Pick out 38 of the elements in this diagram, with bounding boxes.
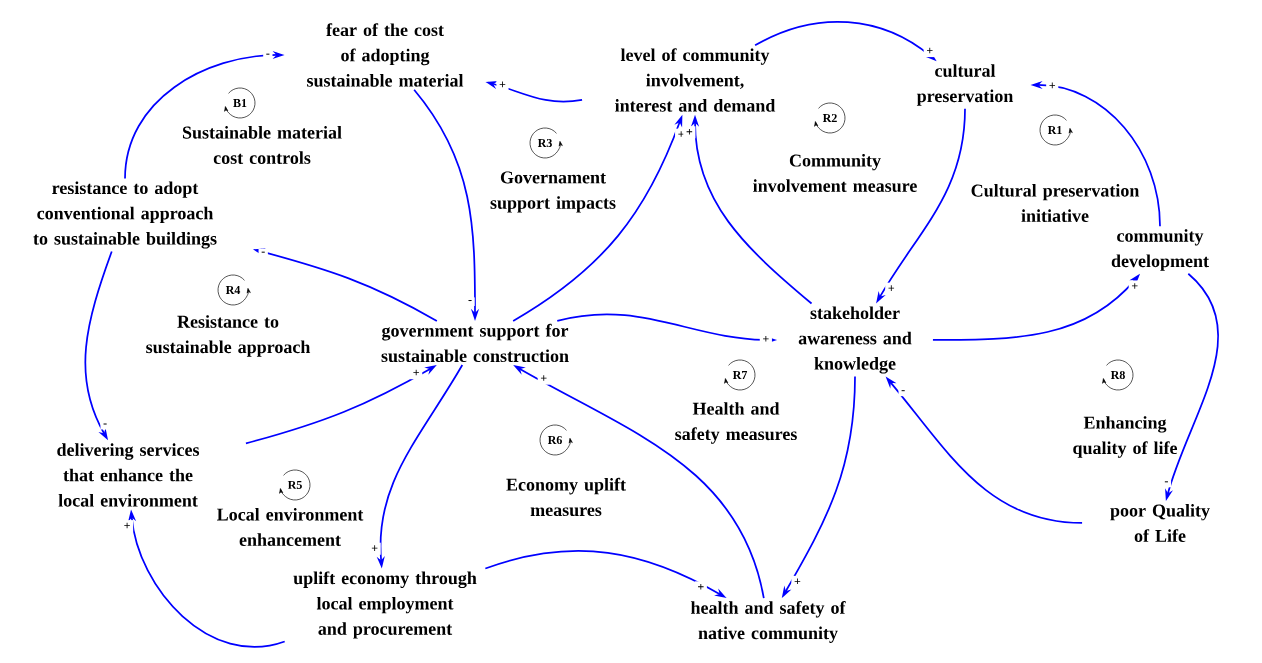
variable-label: resistance to adopt conventional approach to sustainable buildings bbox=[33, 181, 217, 249]
loop-name: Enhancing quality of life bbox=[1073, 416, 1178, 458]
polarity-sign: + bbox=[885, 282, 898, 295]
polarity-sign: - bbox=[465, 297, 475, 307]
polarity-sign: - bbox=[1161, 478, 1172, 488]
polarity-sign: + bbox=[1128, 280, 1141, 293]
loop-name: Sustainable material cost controls bbox=[182, 126, 342, 164]
polarity-sign: + bbox=[537, 372, 550, 385]
polarity-sign: + bbox=[923, 44, 936, 58]
polarity-sign: - bbox=[263, 51, 273, 60]
polarity-sign: + bbox=[368, 542, 381, 555]
loop-name: Health and safety measures bbox=[675, 402, 797, 444]
loop-name: Governament support impacts bbox=[490, 171, 616, 213]
polarity-sign: + bbox=[410, 367, 423, 380]
polarity-sign: + bbox=[1046, 79, 1059, 92]
variable-label: community development bbox=[1111, 229, 1209, 271]
variable-label: uplift economy through local employment and procurement bbox=[293, 571, 477, 639]
polarity-sign: + bbox=[121, 520, 134, 533]
polarity-sign: - bbox=[258, 249, 268, 258]
polarity-sign: + bbox=[496, 78, 509, 92]
loop-name: Community involvement measure bbox=[753, 153, 917, 192]
variable-label: health and safety of native community bbox=[690, 601, 846, 643]
polarity-sign: + bbox=[683, 126, 696, 139]
polarity-sign: - bbox=[898, 387, 908, 397]
variable-label: poor Quality of Life bbox=[1110, 504, 1210, 542]
variable-label: stakeholder awareness and knowledge bbox=[798, 306, 912, 374]
polarity-sign: + bbox=[791, 575, 804, 588]
loop-name: Economy uplift measures bbox=[506, 477, 626, 517]
variable-label: level of community involvement, interest and demand bbox=[615, 48, 776, 112]
variable-label: fear of the cost of adopting sustainable material bbox=[307, 23, 464, 87]
polarity-sign: + bbox=[694, 581, 707, 594]
loop-name: Local environment enhancement bbox=[217, 508, 364, 546]
polarity-sign: + bbox=[759, 333, 772, 346]
loop-name: Resistance to sustainable approach bbox=[146, 315, 311, 357]
polarity-sign: - bbox=[100, 420, 110, 430]
variable-label: delivering services that enhance the local environment bbox=[57, 443, 200, 507]
variable-label: cultural preservation bbox=[916, 64, 1014, 106]
variable-label: government support for sustainable construction bbox=[381, 323, 569, 363]
